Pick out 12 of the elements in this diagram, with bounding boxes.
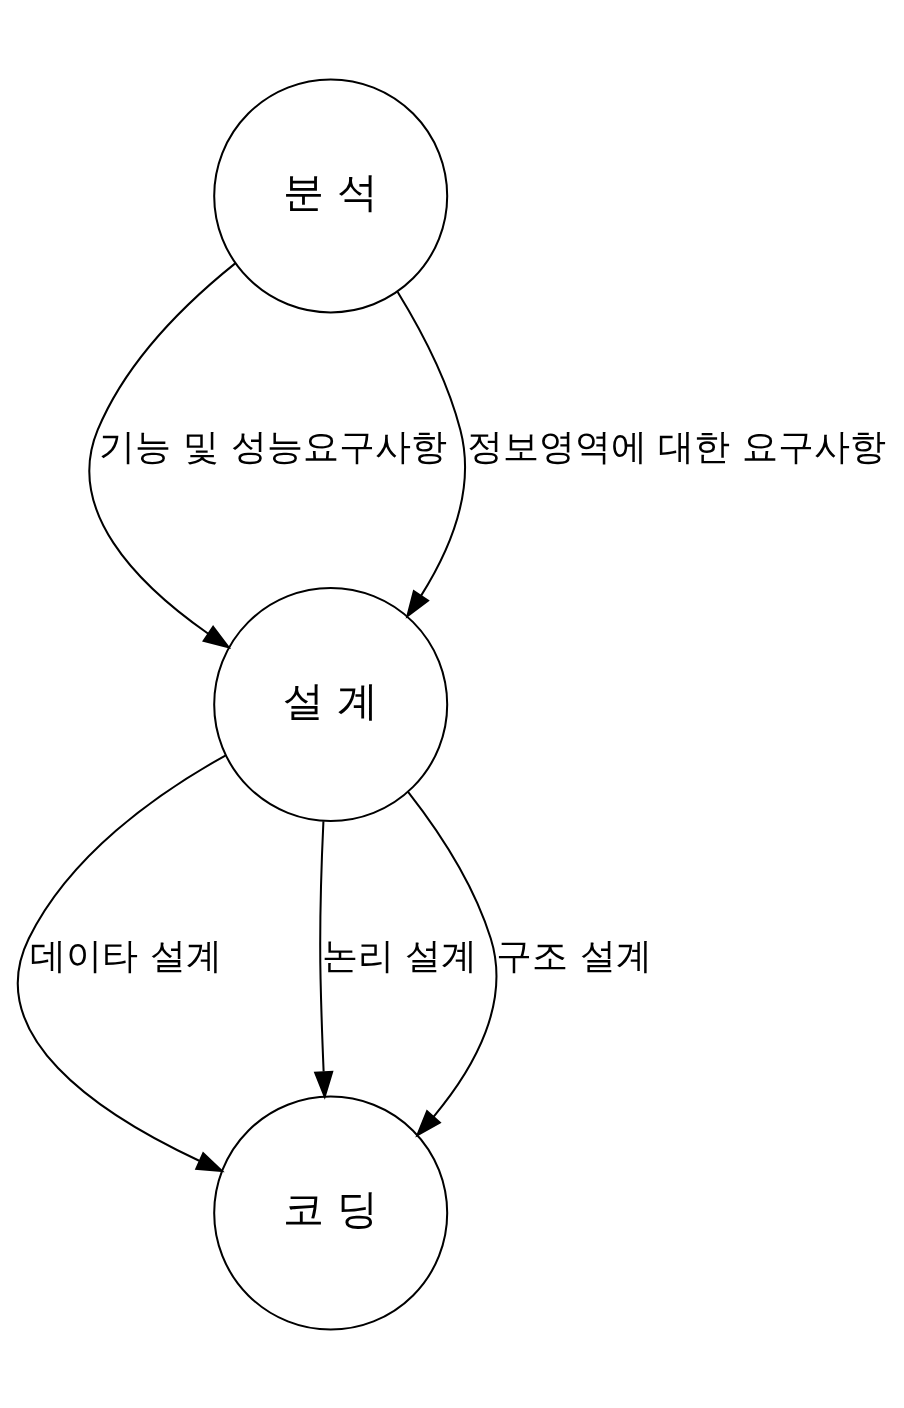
arrow bbox=[16, 754, 226, 1172]
edge-label: 정보영역에 대한 요구사항 bbox=[466, 424, 886, 468]
arrow bbox=[396, 291, 466, 619]
node-circle: 코 딩 bbox=[212, 1095, 448, 1331]
arrow bbox=[313, 820, 334, 1100]
node-circle: 분 석 bbox=[212, 77, 448, 313]
edge-label: 구조 설계 bbox=[495, 933, 652, 977]
arrow bbox=[88, 262, 236, 649]
edge-label: 데이타 설계 bbox=[29, 933, 222, 977]
edge-label: 논리 설계 bbox=[321, 933, 477, 977]
arrow bbox=[406, 790, 497, 1137]
edge-label: 기능 및 성능요구사항 bbox=[98, 424, 447, 468]
